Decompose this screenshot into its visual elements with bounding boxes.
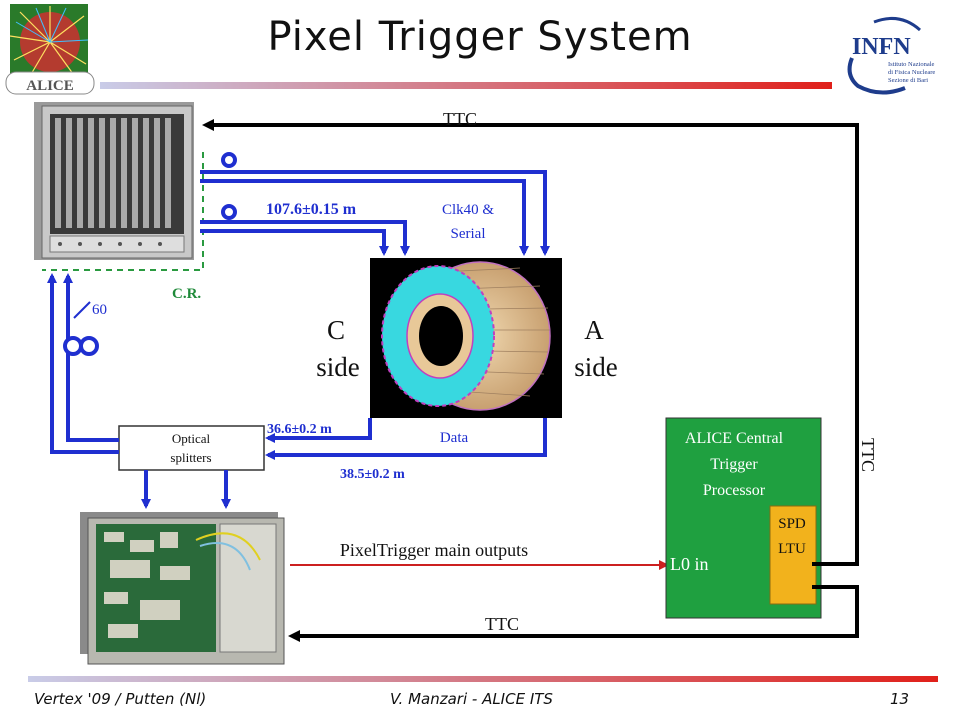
footer-rule [28, 676, 938, 682]
clk-serial-fibers [200, 170, 550, 256]
infn-logo-name: INFN [852, 34, 911, 60]
data-label: Data [440, 430, 469, 446]
l0-in-label: L0 in [670, 554, 709, 574]
ctp-label-line1: ALICE Central [685, 430, 784, 447]
footer-center: V. Manzari - ALICE ITS [390, 690, 553, 708]
optical-splitters-label-line2: splitters [170, 450, 211, 465]
a-side-label-line1: A [584, 315, 604, 345]
infn-logo-line3: Sezione di Bari [888, 77, 928, 84]
router-crate-photo [34, 102, 194, 260]
ttc-top-label: TTC [443, 109, 477, 129]
cable-length-clk-label: 107.6±0.15 m [266, 201, 357, 218]
pit-fibers [141, 470, 231, 509]
cr-label: C.R. [172, 286, 201, 302]
alice-logo-icon [5, 4, 95, 95]
pixel-trigger-crate-photo [80, 512, 285, 665]
spd-ltu-label-line1: SPD [778, 516, 806, 532]
fiber-coil-icon [79, 336, 99, 356]
alice-logo-text: ALICE [26, 78, 74, 94]
c-side-label-line1: C [327, 315, 345, 345]
ttc-right-label: TTC [858, 438, 878, 472]
infn-logo-icon [847, 16, 922, 95]
optical-splitters-box [118, 425, 265, 471]
c-side-label-line2: side [316, 352, 360, 382]
footer-page-number: 13 [890, 690, 910, 708]
a-side-label-line2: side [574, 352, 618, 382]
clk-serial-label-line1: Clk40 & [442, 202, 494, 218]
return-fibers [47, 273, 119, 454]
infn-logo-line1: Istituto Nazionale [888, 61, 935, 68]
infn-logo-line2: di Fisica Nucleare [888, 69, 935, 76]
ttc-lines [202, 119, 859, 642]
fiber-coil-icon [63, 336, 83, 356]
ctp-label-line2: Trigger [710, 456, 758, 473]
main-outputs-label: PixelTrigger main outputs [340, 540, 528, 560]
optical-splitters-label-line1: Optical [172, 431, 211, 446]
ctp-label-line3: Processor [703, 482, 766, 499]
spd-detector-image [370, 258, 562, 418]
fiber-coil-icon [221, 152, 237, 168]
page-title: Pixel Trigger System [267, 14, 693, 60]
ttc-bottom-label: TTC [485, 614, 519, 634]
spd-ltu-box [769, 505, 817, 605]
header-rule [100, 82, 832, 89]
clk-serial-label-line2: Serial [451, 226, 486, 242]
fiber-count-label: 60 [92, 302, 107, 318]
spd-ltu-label-line2: LTU [778, 541, 806, 557]
cable-c-label: 36.6±0.2 m [267, 422, 332, 437]
data-fibers [265, 418, 547, 460]
cable-a-label: 38.5±0.2 m [340, 467, 405, 482]
footer-left: Vertex '09 / Putten (Nl) [34, 690, 207, 708]
counting-room-boundary [42, 152, 204, 271]
fiber-count-tick [73, 301, 91, 319]
fiber-coil-icon [221, 204, 237, 220]
